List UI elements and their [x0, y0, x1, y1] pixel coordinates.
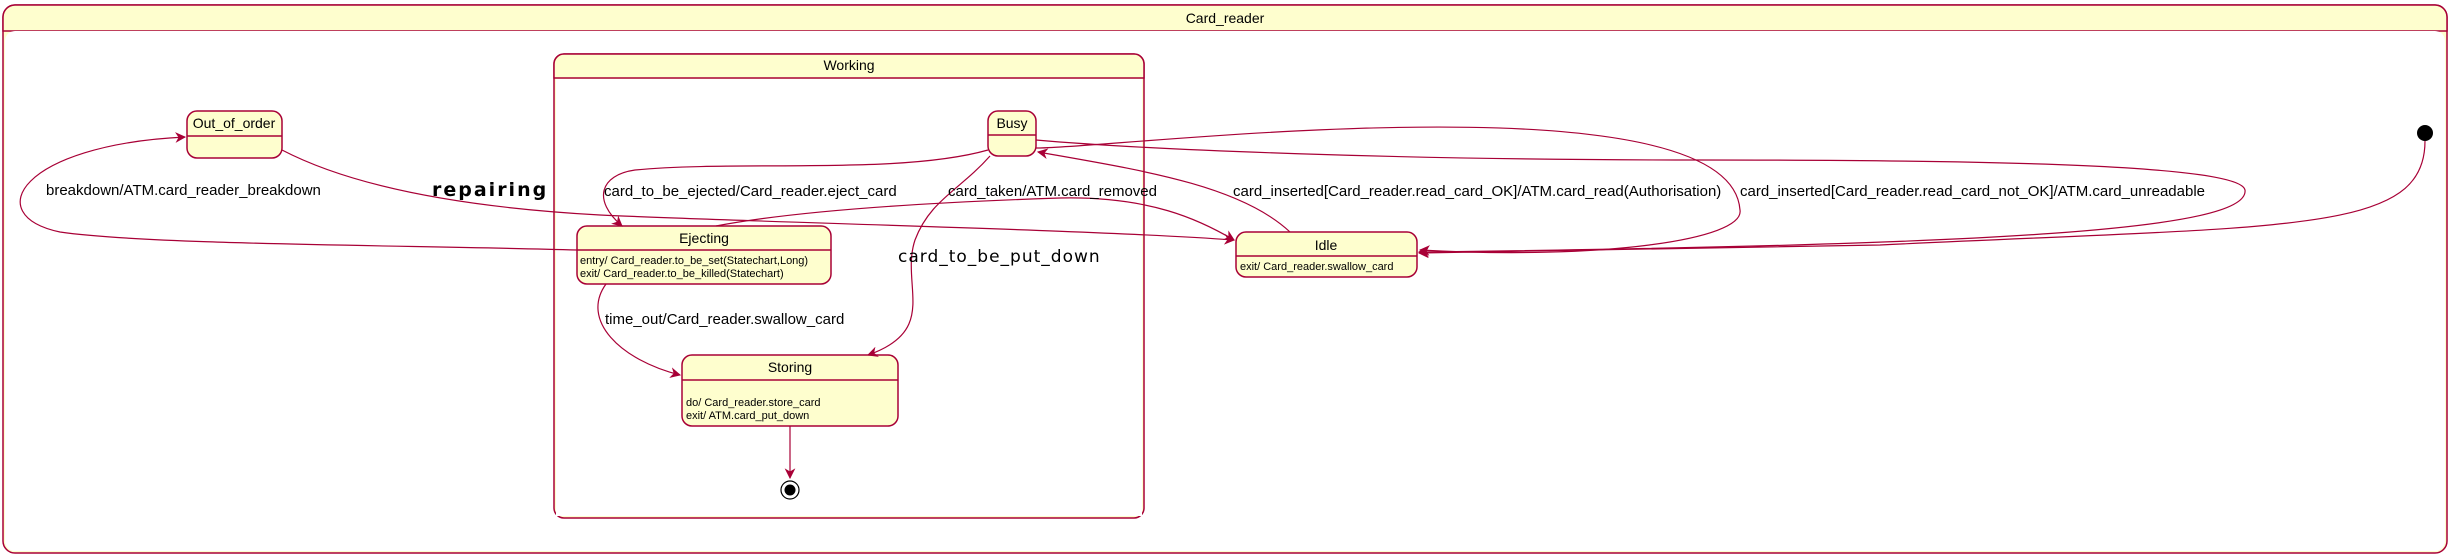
label-card-taken: card_taken/ATM.card_removed: [948, 183, 1157, 200]
label-inserted-ok: card_inserted[Card_reader.read_card_OK]/…: [1233, 183, 1721, 200]
final-state: [780, 480, 800, 500]
label-to-be-ejected: card_to_be_ejected/Card_reader.eject_car…: [604, 183, 897, 200]
ejecting-name: Ejecting: [679, 230, 729, 246]
label-repairing: repairing: [432, 179, 548, 201]
edge-ejecting-to-storing: [597, 283, 682, 378]
ejecting-exit-action: exit/ Card_reader.to_be_killed(Statechar…: [580, 268, 784, 280]
state-storing: Storing do/ Card_reader.store_card exit/…: [681, 354, 899, 427]
state-idle: Idle exit/ Card_reader.swallow_card: [1235, 231, 1418, 278]
storing-name: Storing: [768, 359, 812, 375]
state-ejecting: Ejecting entry/ Card_reader.to_be_set(St…: [576, 225, 832, 285]
edge-busy-to-ejecting: [603, 149, 989, 227]
edge-ejecting-to-idle: [715, 197, 1235, 241]
edge-initial-to-idle: [1417, 140, 2426, 259]
storing-exit-action: exit/ ATM.card_put_down: [686, 410, 809, 422]
edge-idle-to-busy-removed: [1036, 148, 1291, 233]
edge-out-of-order-to-idle: [281, 149, 1236, 245]
label-time-out: time_out/Card_reader.swallow_card: [605, 311, 844, 328]
edge-ejecting-to-out-of-order: [19, 132, 578, 251]
working-state: Working: [553, 53, 1145, 519]
label-inserted-not-ok: card_inserted[Card_reader.read_card_not_…: [1740, 183, 2205, 200]
working-title: Working: [823, 57, 874, 73]
state-busy: Busy: [987, 110, 1037, 157]
edge-busy-to-storing: [866, 155, 991, 357]
initial-state: [2417, 125, 2433, 141]
label-breakdown: breakdown/ATM.card_reader_breakdown: [46, 182, 321, 199]
ejecting-entry-action: entry/ Card_reader.to_be_set(Statechart,…: [580, 255, 808, 267]
transition-labels: breakdown/ATM.card_reader_breakdown repa…: [46, 179, 2205, 328]
storing-do-action: do/ Card_reader.store_card: [686, 397, 821, 409]
edge-busy-to-idle-not-ok: [1035, 139, 2246, 258]
transitions: [19, 126, 2426, 480]
state-out-of-order: Out_of_order: [186, 110, 283, 159]
idle-exit-action: exit/ Card_reader.swallow_card: [1240, 261, 1393, 273]
busy-name: Busy: [996, 115, 1027, 131]
out-of-order-name: Out_of_order: [193, 115, 276, 131]
label-to-be-put-down: card_to_be_put_down: [898, 247, 1101, 267]
card-reader-title: Card_reader: [1186, 10, 1265, 26]
idle-name: Idle: [1315, 237, 1338, 253]
